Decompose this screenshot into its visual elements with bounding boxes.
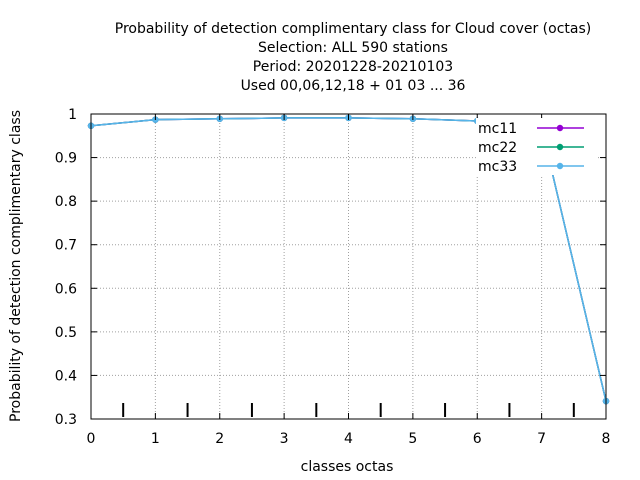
x-tick-label: 8 (602, 431, 611, 447)
y-tick-label: 0.5 (55, 325, 77, 341)
chart-title: Probability of detection complimentary c… (115, 21, 591, 94)
y-tick-label: 0.4 (55, 368, 77, 384)
x-tick-label: 6 (473, 431, 482, 447)
title-line-2: Selection: ALL 590 stations (258, 40, 448, 56)
legend-label: mc22 (478, 140, 517, 156)
legend-label: mc11 (478, 121, 517, 137)
legend-bg (476, 156, 596, 175)
x-tick-label: 2 (215, 431, 224, 447)
legend: mc11 mc22 mc33 (476, 118, 596, 175)
legend-marker-mc33 (556, 162, 564, 170)
x-tick-label: 3 (280, 431, 289, 447)
bottom-markers (122, 403, 575, 417)
x-tick-label: 0 (87, 431, 96, 447)
legend-label: mc33 (478, 159, 517, 175)
y-tick-label: 0.7 (55, 238, 77, 254)
x-tick-label: 1 (151, 431, 160, 447)
legend-marker-mc22 (556, 143, 564, 151)
legend-bg (476, 137, 596, 156)
x-tick-label: 7 (537, 431, 546, 447)
y-tick-label: 1 (68, 107, 77, 123)
x-tick-label: 5 (408, 431, 417, 447)
title-line-4: Used 00,06,12,18 + 01 03 ... 36 (241, 78, 466, 94)
legend-marker-mc11 (556, 124, 564, 132)
y-tick-label: 0.3 (55, 412, 77, 428)
y-tick-label: 0.8 (55, 194, 77, 210)
y-tick-label: 0.9 (55, 151, 77, 167)
title-line-1: Probability of detection complimentary c… (115, 21, 591, 37)
x-axis-label: classes octas (301, 459, 394, 475)
legend-bg (476, 118, 596, 137)
tick-labels: 0 1 2 3 4 5 6 7 8 0.3 0.4 0.5 0.6 0.7 0.8 0.9 1 (55, 107, 611, 447)
y-tick-label: 0.6 (55, 281, 77, 297)
title-line-3: Period: 20201228-20210103 (253, 59, 453, 75)
x-tick-label: 4 (344, 431, 353, 447)
y-axis-label: Probability of detection complimentary c… (8, 110, 24, 422)
